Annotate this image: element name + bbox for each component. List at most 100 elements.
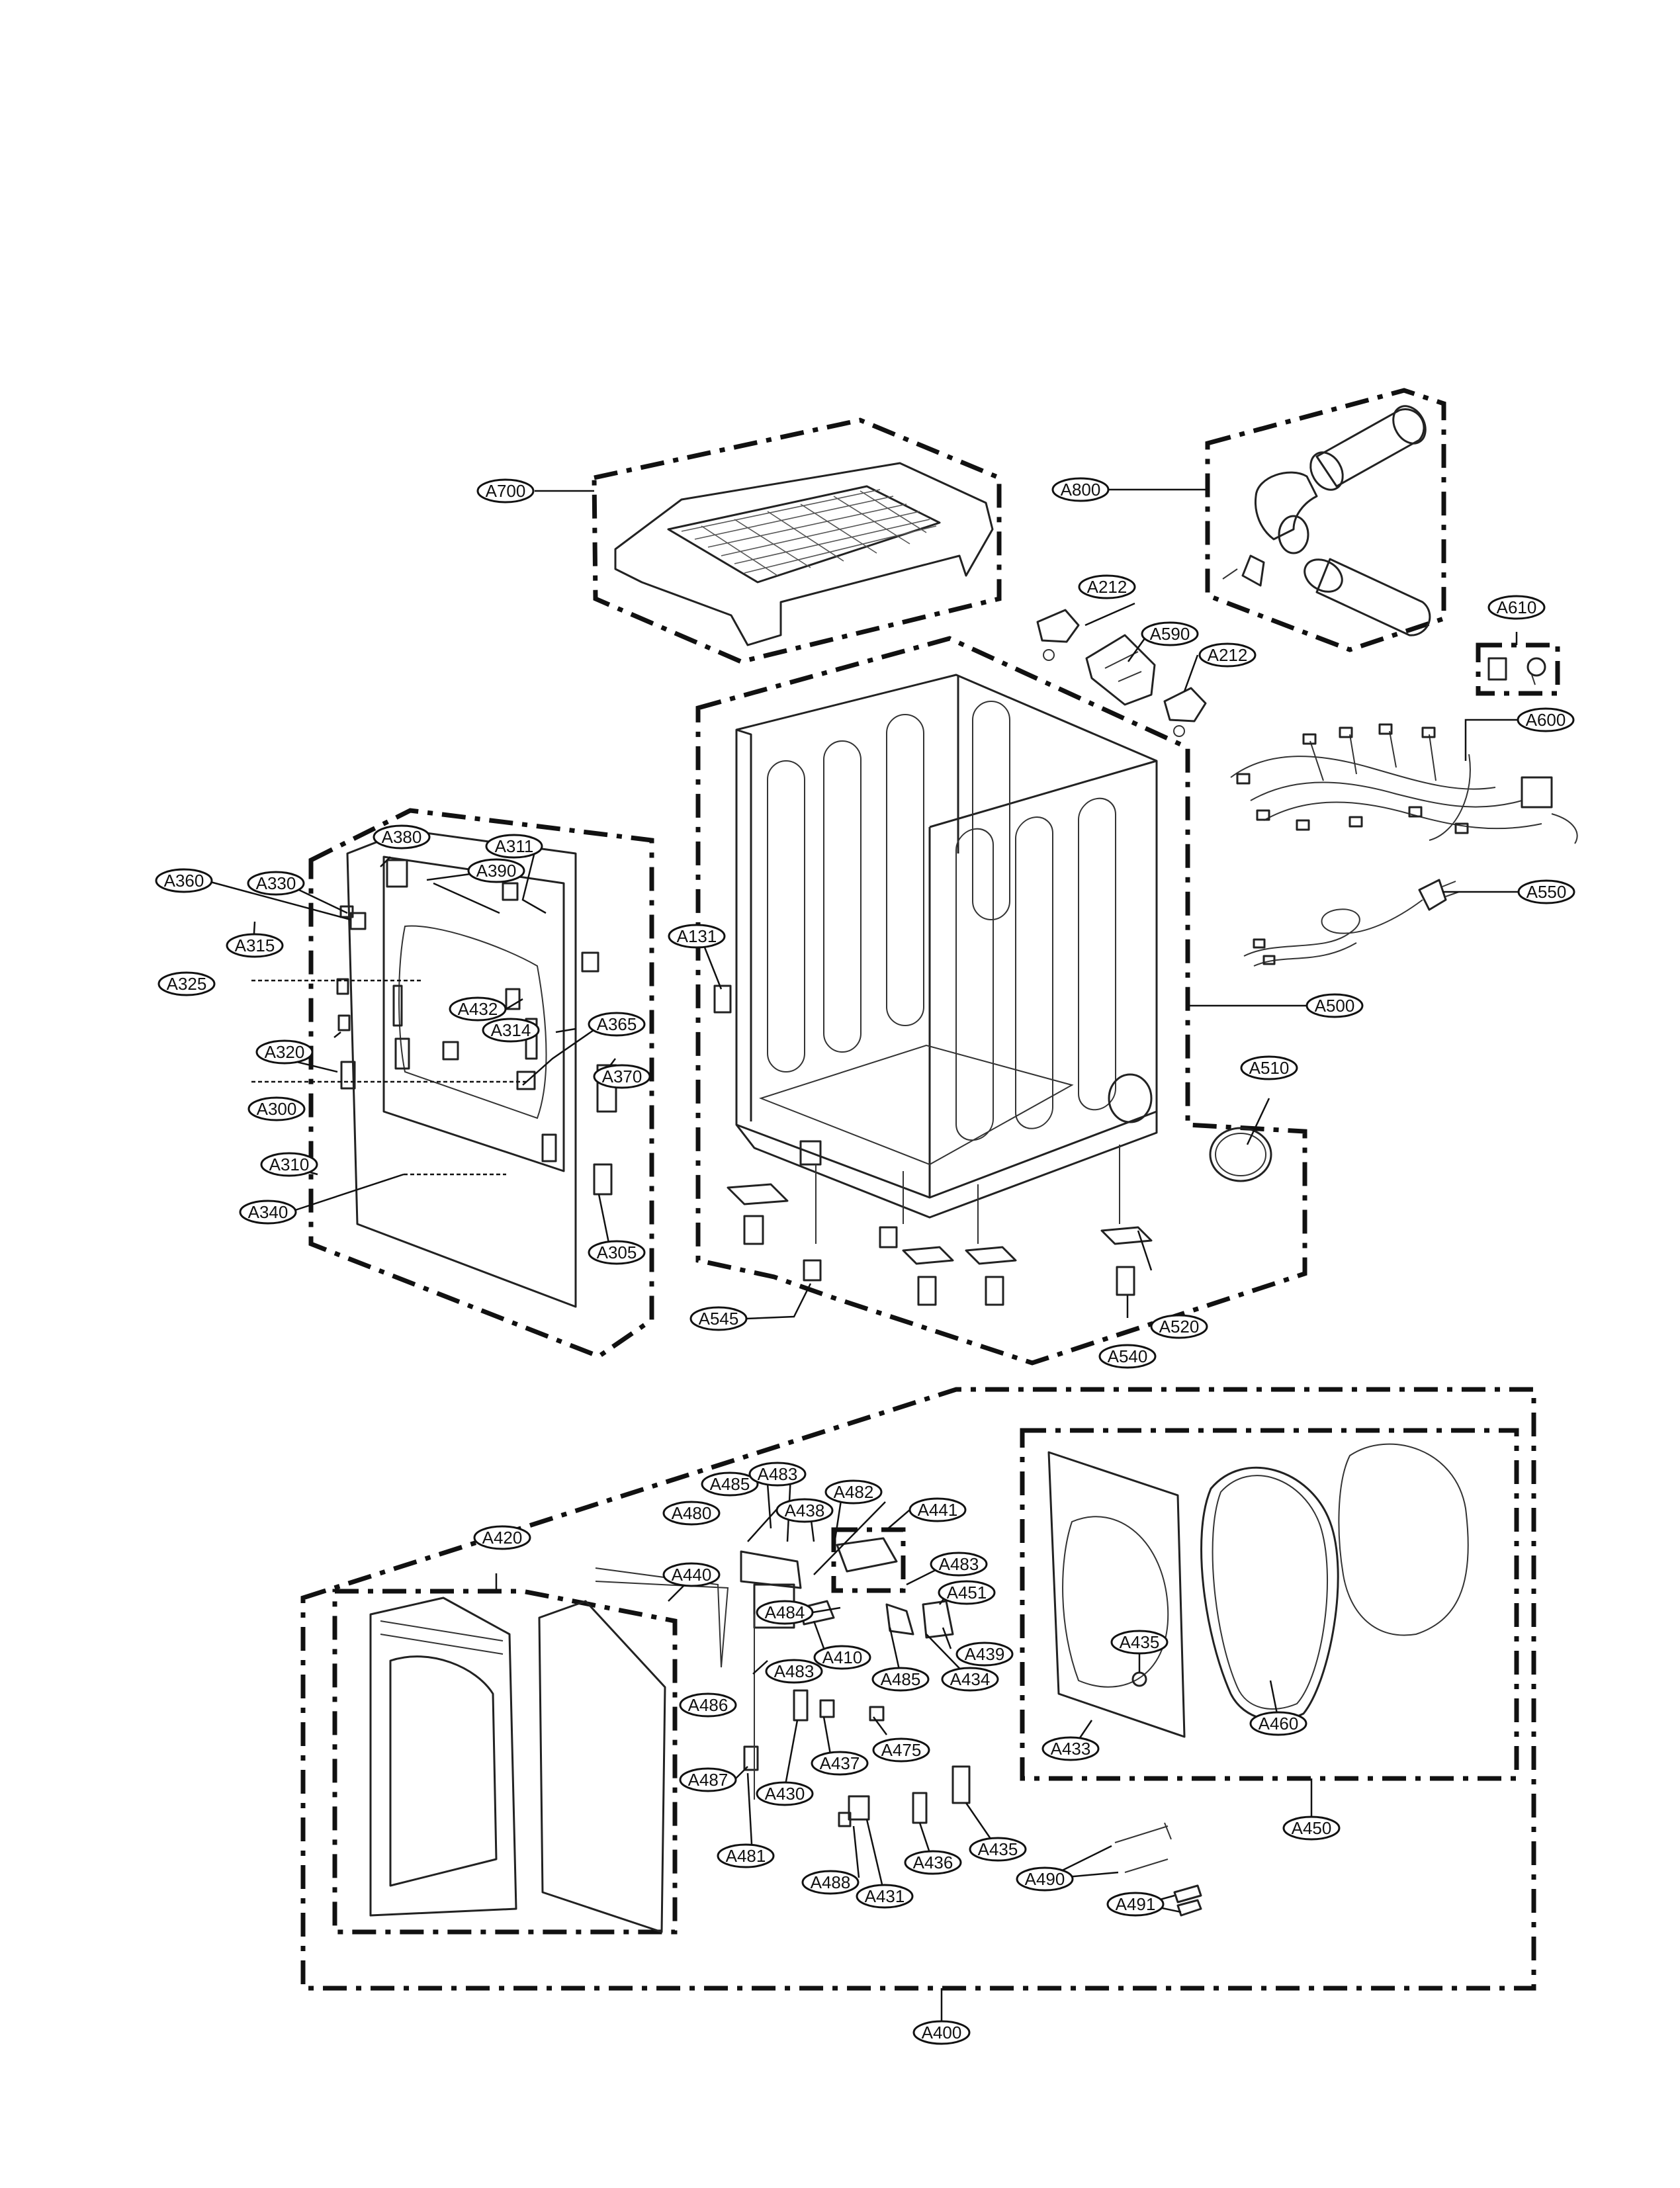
top-cover-part: [614, 462, 994, 646]
callout-a439: A439: [955, 1641, 1014, 1667]
callout-a700: A700: [476, 478, 535, 503]
callout-a434: A434: [941, 1667, 999, 1692]
callout-a441: A441: [908, 1497, 967, 1522]
seal-ring-part: [1209, 1127, 1272, 1182]
callout-a437: A437: [811, 1751, 869, 1776]
callout-a410: A410: [813, 1645, 871, 1670]
outline-front-panel: [308, 808, 654, 1359]
callout-a520: A520: [1150, 1314, 1208, 1339]
svg-text:A420: A420: [482, 1528, 523, 1548]
outline-door-back: [1020, 1428, 1519, 1781]
svg-text:A435: A435: [1120, 1632, 1160, 1652]
svg-text:A485: A485: [881, 1669, 921, 1689]
svg-text:A610: A610: [1497, 597, 1537, 617]
svg-text:A550: A550: [1526, 882, 1567, 902]
callout-a482: A482: [824, 1479, 883, 1505]
callout-a610: A610: [1487, 595, 1546, 620]
svg-text:A439: A439: [965, 1644, 1005, 1664]
svg-text:A590: A590: [1150, 624, 1190, 644]
svg-text:A600: A600: [1526, 710, 1566, 730]
callout-a400: A400: [912, 2020, 971, 2045]
svg-text:A433: A433: [1051, 1739, 1091, 1759]
outline-top-cover: [592, 417, 1002, 664]
callout-a430: A430: [756, 1781, 814, 1806]
callout-a433: A433: [1041, 1736, 1100, 1761]
svg-text:A340: A340: [248, 1202, 288, 1222]
callout-a800: A800: [1051, 477, 1110, 502]
svg-text:A435: A435: [978, 1839, 1018, 1859]
callout-a305: A305: [588, 1240, 646, 1265]
svg-text:A314: A314: [491, 1020, 531, 1040]
svg-text:A481: A481: [726, 1846, 766, 1866]
svg-text:A800: A800: [1061, 480, 1101, 500]
connector-part: [1487, 657, 1546, 685]
callout-a311: A311: [485, 834, 543, 859]
power-cord-part: [1243, 879, 1460, 967]
callout-a487: A487: [679, 1767, 737, 1792]
callout-a510: A510: [1240, 1055, 1298, 1080]
callout-a460: A460: [1249, 1711, 1307, 1736]
svg-text:A320: A320: [265, 1042, 305, 1062]
callout-a420: A420: [473, 1525, 531, 1550]
svg-text:A131: A131: [677, 926, 717, 946]
callout-a545: A545: [689, 1306, 748, 1331]
callout-a340: A340: [239, 1200, 297, 1225]
svg-text:A212: A212: [1208, 645, 1248, 665]
svg-text:A434: A434: [950, 1669, 991, 1689]
svg-text:A431: A431: [865, 1886, 905, 1906]
callout-a491: A491: [1106, 1892, 1165, 1917]
svg-text:A437: A437: [820, 1753, 860, 1773]
callout-a438: A438: [775, 1498, 834, 1523]
outline-duct-kit: [1205, 388, 1446, 652]
wire-harness-part: [1230, 723, 1578, 844]
svg-text:A483: A483: [774, 1661, 815, 1681]
svg-text:A315: A315: [235, 936, 275, 955]
callout-a435-left: A435: [969, 1837, 1027, 1862]
svg-text:A370: A370: [602, 1067, 642, 1086]
callout-a330: A330: [247, 871, 305, 896]
svg-text:A487: A487: [688, 1770, 729, 1790]
svg-text:A480: A480: [672, 1503, 712, 1523]
callout-a483-top: A483: [748, 1462, 807, 1487]
callout-a432: A432: [449, 996, 507, 1022]
callout-a481: A481: [717, 1843, 775, 1868]
callout-a485-top: A485: [701, 1471, 759, 1497]
callout-a480: A480: [662, 1501, 721, 1526]
callout-a440: A440: [662, 1562, 721, 1587]
callout-a431: A431: [856, 1884, 914, 1909]
svg-text:A486: A486: [688, 1695, 729, 1715]
svg-text:A451: A451: [947, 1583, 987, 1602]
callout-a314: A314: [482, 1018, 540, 1043]
svg-text:A510: A510: [1249, 1058, 1290, 1078]
callout-a451: A451: [938, 1580, 996, 1605]
callout-a550: A550: [1517, 879, 1575, 904]
svg-text:A390: A390: [476, 861, 517, 881]
callout-a488: A488: [801, 1870, 860, 1895]
svg-text:A325: A325: [167, 974, 207, 994]
svg-text:A400: A400: [922, 2023, 962, 2042]
svg-text:A438: A438: [785, 1501, 825, 1520]
svg-text:A310: A310: [269, 1155, 310, 1174]
outline-connector: [1476, 642, 1560, 696]
door-inner-part: [1047, 1443, 1469, 1738]
callout-a500: A500: [1305, 993, 1364, 1018]
svg-text:A440: A440: [672, 1565, 712, 1585]
svg-text:A482: A482: [834, 1482, 874, 1502]
svg-text:A300: A300: [257, 1099, 297, 1119]
svg-text:A460: A460: [1259, 1714, 1299, 1733]
svg-text:A520: A520: [1159, 1317, 1200, 1336]
callout-a310: A310: [260, 1152, 318, 1177]
svg-text:A500: A500: [1315, 996, 1355, 1016]
door-hardware-parts: [595, 1537, 1202, 1917]
svg-text:A410: A410: [822, 1647, 863, 1667]
svg-text:A450: A450: [1292, 1818, 1332, 1838]
callout-a540: A540: [1098, 1344, 1157, 1369]
svg-text:A430: A430: [765, 1784, 805, 1804]
svg-text:A436: A436: [913, 1853, 953, 1872]
callout-a483-mid: A483: [930, 1552, 988, 1577]
callout-a450: A450: [1282, 1816, 1341, 1841]
callout-a212-bottom: A212: [1198, 642, 1257, 668]
svg-text:A475: A475: [881, 1740, 922, 1760]
svg-text:A432: A432: [458, 999, 498, 1019]
callout-a435-right: A435: [1110, 1630, 1169, 1655]
